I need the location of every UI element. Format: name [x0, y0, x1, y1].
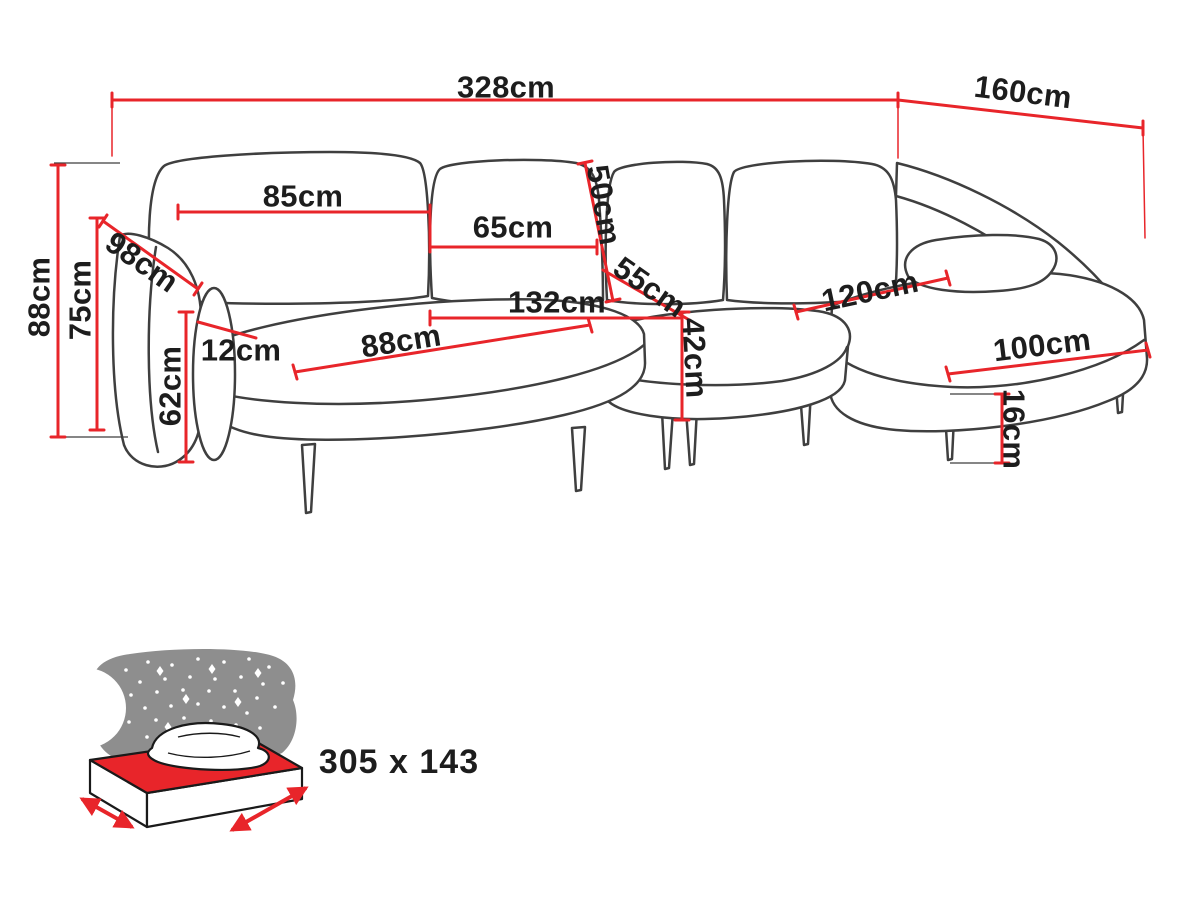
bed-duvet-fold [167, 750, 251, 759]
left-seat-front-edge [200, 343, 646, 406]
sofa-outline [111, 150, 1149, 515]
dim-line-total-depth [896, 98, 1146, 239]
dim-back-cushion-left-label: 85cm [262, 178, 344, 214]
left-armrest-inner-line [147, 245, 160, 454]
dim-armrest-height-label: 62cm [152, 345, 188, 427]
sleeping-function-icon [46, 648, 309, 832]
dim-line-back-cushion-left [176, 203, 432, 254]
dim-line-total-width [110, 91, 900, 159]
dim-line-total-height [49, 163, 67, 439]
dimension-lines [49, 91, 1152, 465]
moon-crescent [46, 668, 126, 748]
dim-seat-height-label: 42cm [675, 316, 715, 400]
dim-line-armrest-height [177, 310, 195, 464]
sleeping-area-size-label: 305 x 143 [318, 743, 480, 781]
left-armrest [111, 232, 203, 468]
dim-line-armrest-depth [97, 213, 204, 297]
dim-line-chaise-length [944, 341, 1152, 383]
dim-armrest-width-label: 12cm [200, 332, 282, 368]
back-cushion-third [604, 160, 727, 306]
bed-size-arrows [79, 786, 309, 832]
dim-total-width-label: 328cm [456, 69, 556, 105]
bed-pillow-line [177, 732, 241, 738]
dim-line-armrest-width [196, 320, 258, 340]
dim-line-seat-width-middle [428, 309, 682, 327]
dim-line-seat-height [673, 310, 691, 422]
sofa-bed [88, 722, 304, 829]
back-cushion-left [147, 150, 431, 306]
dim-line-back-cushion-middle [428, 238, 599, 256]
dim-leg-height-label: 16cm [996, 388, 1032, 470]
dim-seat-width-middle-label: 132cm [507, 284, 607, 320]
chaise-front-edge [828, 338, 1146, 389]
bed-duvet [147, 722, 270, 772]
dim-total-height-label: 88cm [21, 256, 57, 338]
dim-line-chaise-width [792, 269, 952, 321]
dim-line-backrest-height [88, 216, 106, 432]
dim-backrest-height-label: 75cm [62, 259, 98, 341]
dim-back-cushion-middle-label: 65cm [472, 209, 554, 245]
left-armrest-face [191, 286, 237, 462]
dim-line-leg-height [993, 392, 1011, 465]
stars [124, 657, 285, 742]
dim-line-back-cushion-height [576, 159, 622, 304]
dim-line-seat-width-left [291, 316, 594, 381]
